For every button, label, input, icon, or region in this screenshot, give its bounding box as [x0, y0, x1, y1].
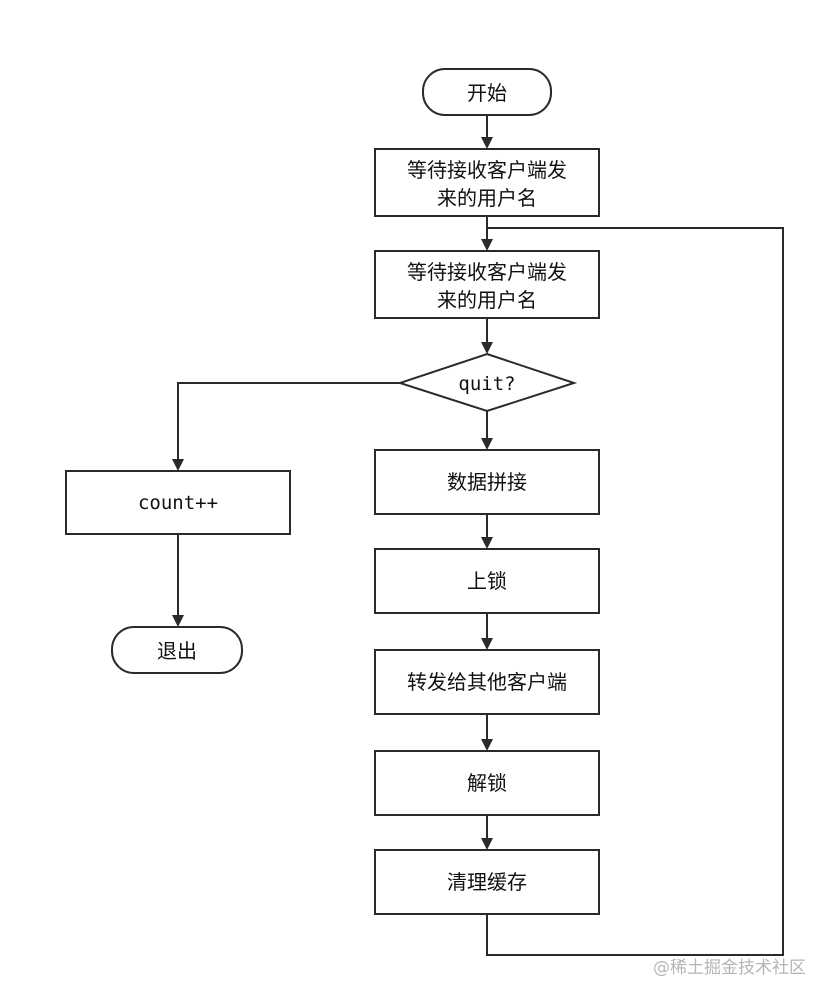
- connectors: [172, 115, 784, 956]
- arrowhead-wait-username: [481, 137, 493, 149]
- edge-loop-back: [486, 227, 784, 956]
- start-label: 开始: [467, 81, 507, 105]
- arrowhead-exit: [172, 615, 184, 627]
- arrowhead-unlock: [481, 739, 493, 751]
- count-step-label: count++: [138, 492, 218, 514]
- exit-node: 退出: [111, 626, 243, 674]
- edge-decision-to-count: [177, 382, 400, 460]
- arrowhead-count: [172, 459, 184, 471]
- arrowhead-decision: [481, 342, 493, 354]
- quit-decision-label: quit?: [458, 373, 515, 395]
- clear-cache-step: 清理缓存: [374, 849, 600, 915]
- arrowhead-wait-message: [481, 239, 493, 251]
- concat-data-step: 数据拼接: [374, 449, 600, 515]
- arrowhead-lock: [481, 537, 493, 549]
- wait-message-step: 等待接收客户端发 来的用户名: [374, 250, 600, 319]
- quit-decision: quit?: [396, 352, 578, 413]
- concat-data-label: 数据拼接: [447, 470, 527, 494]
- watermark: @稀土掘金技术社区: [653, 958, 806, 978]
- count-step: count++: [65, 470, 291, 535]
- arrowhead-clear-cache: [481, 838, 493, 850]
- forward-step: 转发给其他客户端: [374, 649, 600, 715]
- wait-username-step: 等待接收客户端发 来的用户名: [374, 148, 600, 217]
- arrowhead-forward: [481, 638, 493, 650]
- wait-username-label-line2: 来的用户名: [437, 186, 537, 210]
- unlock-step: 解锁: [374, 750, 600, 816]
- start-node: 开始: [422, 68, 552, 116]
- arrowhead-concat: [481, 438, 493, 450]
- forward-label: 转发给其他客户端: [407, 670, 567, 694]
- exit-label: 退出: [157, 639, 197, 663]
- lock-label: 上锁: [467, 569, 507, 593]
- wait-message-label-line2: 来的用户名: [437, 288, 537, 312]
- wait-message-label-line1: 等待接收客户端发: [407, 260, 567, 284]
- lock-step: 上锁: [374, 548, 600, 614]
- wait-username-label-line1: 等待接收客户端发: [407, 158, 567, 182]
- unlock-label: 解锁: [467, 771, 507, 795]
- clear-cache-label: 清理缓存: [447, 870, 527, 894]
